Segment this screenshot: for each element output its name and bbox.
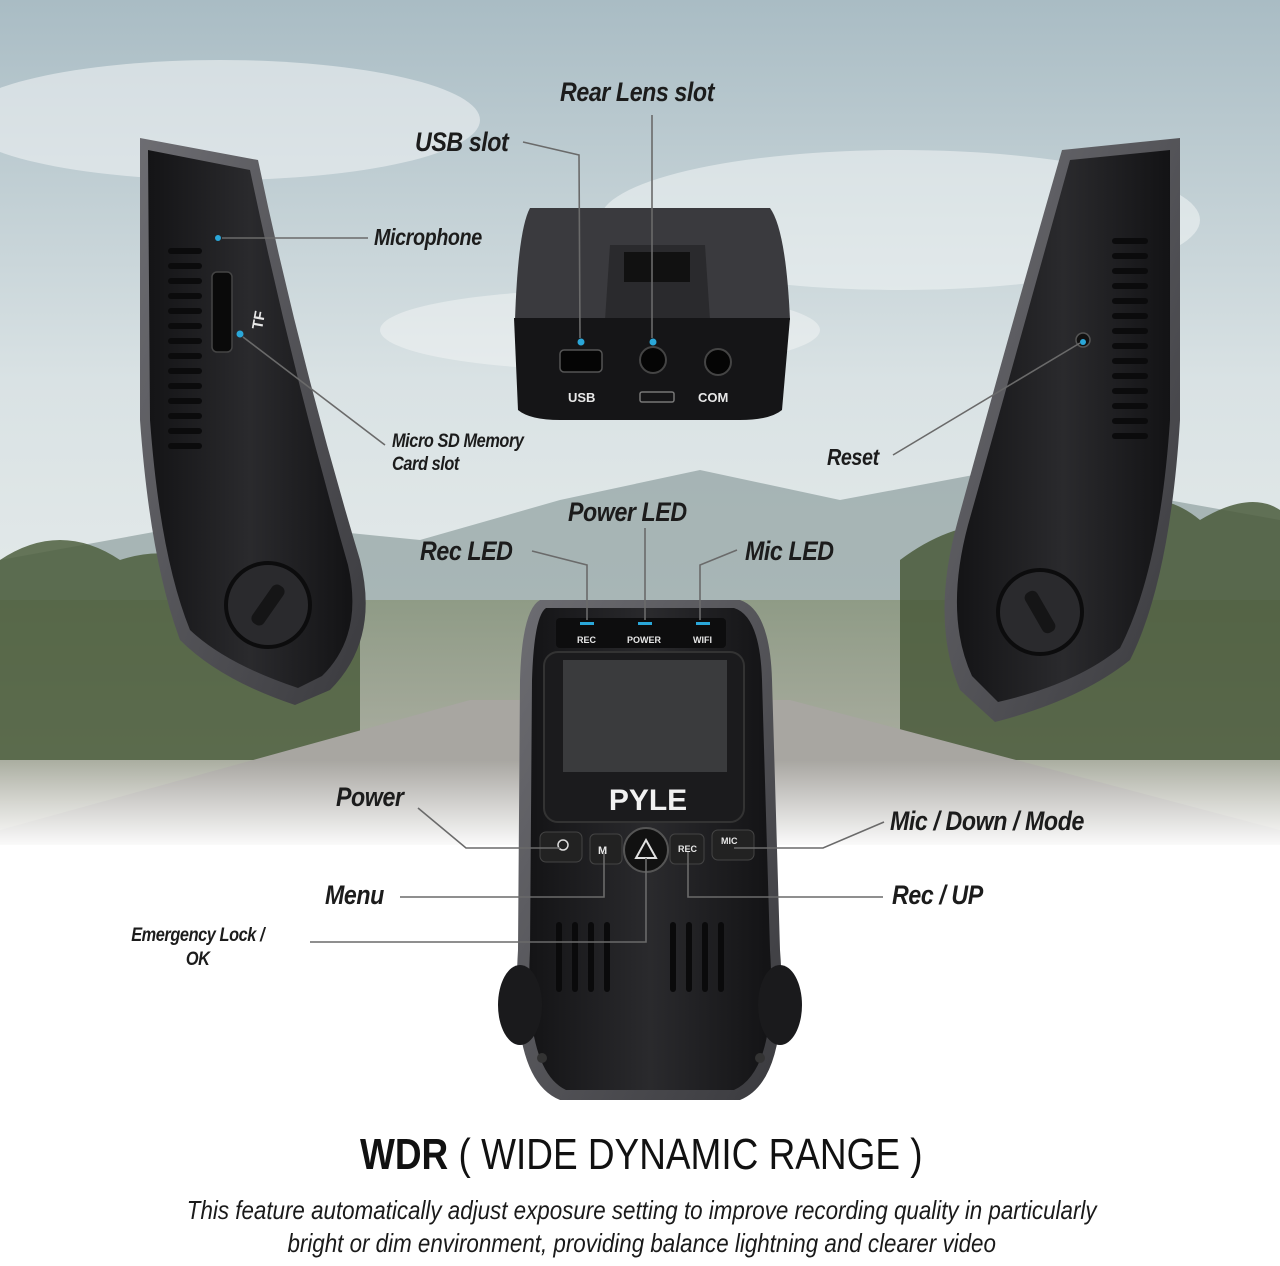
callout-microphone: Microphone xyxy=(374,224,482,250)
usb-port xyxy=(559,349,603,373)
left-side-view: TF xyxy=(140,138,366,705)
rec-led-label: REC xyxy=(577,635,597,645)
callout-power-led: Power LED xyxy=(568,497,687,527)
callout-rec-up: Rec / UP xyxy=(892,880,983,910)
feature-title-rest: ( WIDE DYNAMIC RANGE ) xyxy=(448,1130,923,1179)
com-port xyxy=(704,348,732,376)
callout-menu: Menu xyxy=(325,880,384,910)
callout-mic-down-mode: Mic / Down / Mode xyxy=(890,806,1084,836)
rear-lens-port xyxy=(639,346,667,374)
mic-down-mode-button xyxy=(711,829,755,861)
power-led-label: POWER xyxy=(627,635,662,645)
right-side-view xyxy=(944,138,1180,722)
brand-logo: PYLE xyxy=(609,784,687,817)
callout-emergency-lock-line2: OK xyxy=(185,948,210,970)
feature-title-bold: WDR xyxy=(359,1130,449,1179)
callout-usb-slot: USB slot xyxy=(415,127,509,157)
leader-lines xyxy=(222,115,1081,943)
mic-button-label: MIC xyxy=(721,836,738,846)
callout-emergency-lock-ok: Emergency Lock / OK xyxy=(116,926,279,970)
callout-reset: Reset xyxy=(827,444,879,470)
wifi-led-label: WIFI xyxy=(693,635,712,645)
callout-micro-sd-line1: Micro SD Memory xyxy=(392,431,524,452)
front-view: REC POWER WIFI PYLE M REC MIC xyxy=(498,600,802,1100)
callout-micro-sd-card-slot: Micro SD Memory Card slot xyxy=(392,432,524,475)
rec-button-label: REC xyxy=(678,844,698,854)
power-button xyxy=(539,831,583,863)
menu-button-label: M xyxy=(598,845,607,857)
microphone-hole xyxy=(215,235,221,241)
feature-description-line2: bright or dim environment, providing bal… xyxy=(287,1228,996,1258)
com-port-label: COM xyxy=(698,390,728,405)
sd-card-slot xyxy=(211,271,233,353)
tf-label: TF xyxy=(249,310,269,331)
feature-title: WDR ( WIDE DYNAMIC RANGE ) xyxy=(104,1130,1179,1180)
feature-description: This feature automatically adjust exposu… xyxy=(91,1194,1192,1260)
lcd-screen xyxy=(563,660,727,772)
feature-description-line1: This feature automatically adjust exposu… xyxy=(186,1195,1097,1225)
rec-up-button xyxy=(669,833,705,865)
callout-mic-led: Mic LED xyxy=(745,536,834,566)
menu-button xyxy=(589,833,623,865)
usb-port-label: USB xyxy=(568,390,595,405)
callout-micro-sd-line2: Card slot xyxy=(392,453,459,475)
callout-rear-lens-slot: Rear Lens slot xyxy=(560,77,714,107)
callout-power: Power xyxy=(336,782,404,812)
callout-emergency-lock-line1: Emergency Lock / xyxy=(131,925,265,946)
callout-rec-led: Rec LED xyxy=(420,536,513,566)
